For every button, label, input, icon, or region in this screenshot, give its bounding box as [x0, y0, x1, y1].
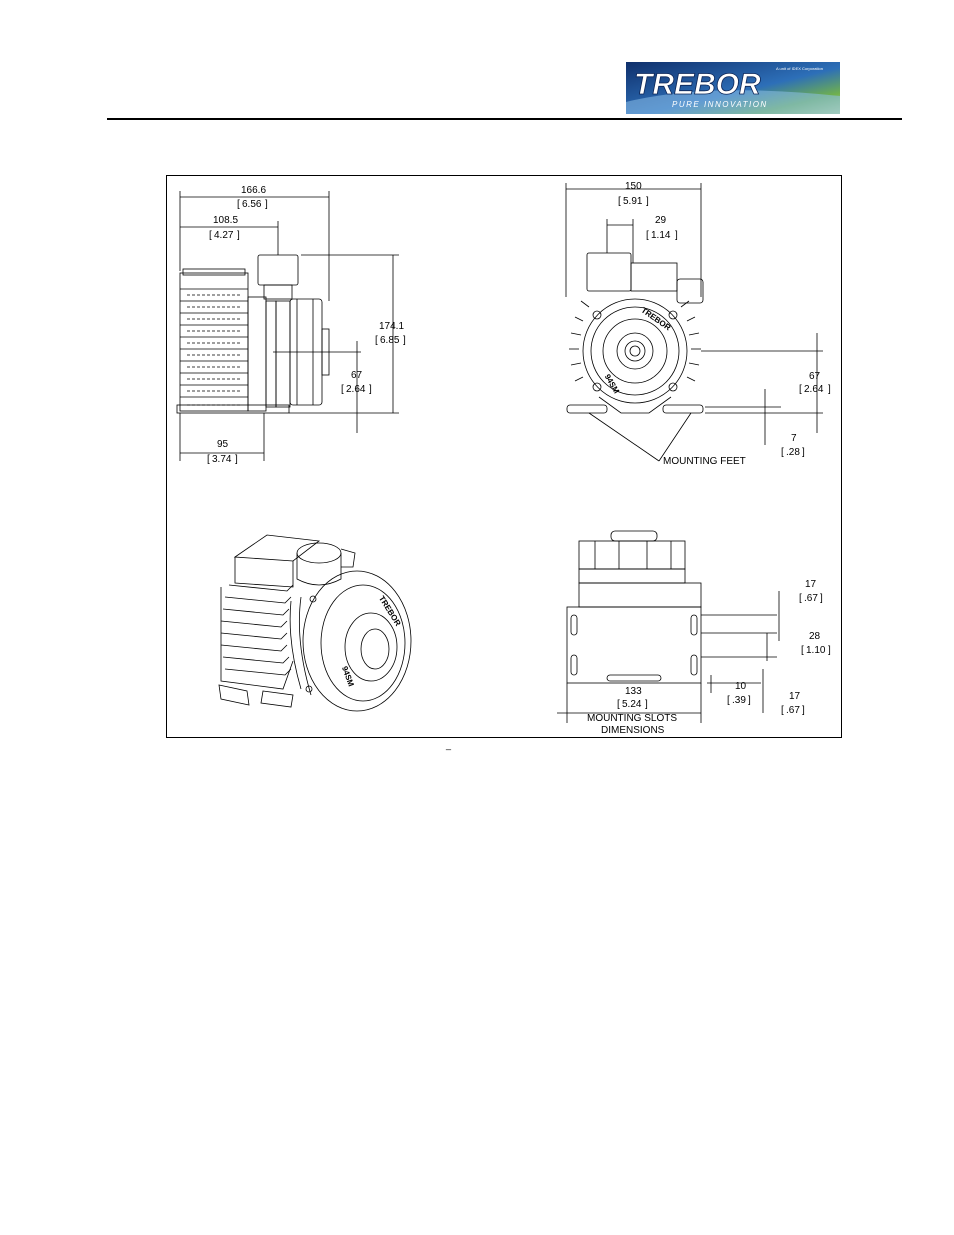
- svg-text:]: ]: [403, 335, 406, 346]
- logo-brand: TREBOR: [634, 68, 761, 101]
- dim-slot-c: 10: [735, 681, 747, 692]
- mounting-feet-callout: MOUNTING FEET: [663, 456, 746, 467]
- iso-view: TREBOR 94SM: [218, 534, 412, 712]
- svg-text:]: ]: [369, 384, 372, 395]
- svg-text:[: [: [801, 645, 804, 656]
- dim-center-height: 67: [351, 370, 363, 381]
- dim-slot-span: 133: [625, 686, 642, 697]
- svg-text:[: [: [341, 384, 344, 395]
- dim-height-in: 6.85: [380, 335, 400, 346]
- svg-text:]: ]: [748, 695, 751, 706]
- svg-text:[: [: [781, 705, 784, 716]
- dim-slot-a-in: .67: [804, 593, 818, 604]
- dim-overall-length-in: 6.56: [242, 199, 262, 210]
- svg-text:]: ]: [675, 230, 678, 241]
- svg-text:]: ]: [265, 199, 268, 210]
- svg-text:]: ]: [828, 645, 831, 656]
- dim-outlet-offset: 29: [655, 215, 667, 226]
- svg-text:[: [: [375, 335, 378, 346]
- svg-text:]: ]: [828, 384, 831, 395]
- trebor-logo: TREBOR PURE INNOVATION A unit of IDEX Co…: [626, 62, 840, 114]
- svg-text:]: ]: [237, 230, 240, 241]
- dim-center-height-in: 2.64: [346, 384, 366, 395]
- dim-inlet-offset-in: 4.27: [214, 230, 234, 241]
- dim-foot-thickness: 7: [791, 433, 797, 444]
- dim-body-length-in: 3.74: [212, 454, 232, 465]
- logo-sub: A unit of IDEX Corporation: [776, 66, 823, 71]
- svg-text:[: [: [618, 196, 621, 207]
- footer-mark: _: [446, 740, 452, 750]
- front-view: TREBOR 94SM 150 [ 5.91 ] 29 [ 1.14 ] 67 …: [565, 181, 831, 467]
- dim-slot-span-in: 5.24: [622, 699, 642, 710]
- dim-slot-d: 17: [789, 691, 801, 702]
- svg-text:[: [: [617, 699, 620, 710]
- dim-slot-d-in: .67: [786, 705, 800, 716]
- svg-text:[: [: [727, 695, 730, 706]
- svg-text:]: ]: [235, 454, 238, 465]
- dim-inlet-offset: 108.5: [213, 215, 238, 226]
- iso-stamp-brand: TREBOR: [377, 594, 403, 628]
- svg-text:]: ]: [802, 447, 805, 458]
- svg-text:[: [: [209, 230, 212, 241]
- dim-slot-a: 17: [805, 579, 817, 590]
- dim-slot-b-in: 1.10: [806, 645, 826, 656]
- dim-width-in: 5.91: [623, 196, 643, 207]
- svg-text:[: [: [207, 454, 210, 465]
- svg-text:]: ]: [802, 705, 805, 716]
- svg-text:]: ]: [646, 196, 649, 207]
- iso-stamp-model: 94SM: [340, 665, 356, 688]
- svg-text:[: [: [799, 384, 802, 395]
- dim-slot-c-in: .39: [732, 695, 746, 706]
- dim-height: 174.1: [379, 321, 404, 332]
- header-rule: [107, 118, 902, 120]
- side-view: 166.6 [ 6.56 ] 108.5 [ 4.27 ] 174.1 [ 6.…: [176, 185, 406, 465]
- svg-text:[: [: [646, 230, 649, 241]
- dimension-drawing: 166.6 [ 6.56 ] 108.5 [ 4.27 ] 174.1 [ 6.…: [166, 175, 842, 738]
- dim-front-center-height-in: 2.64: [804, 384, 824, 395]
- slots-caption-1: MOUNTING SLOTS: [587, 713, 677, 724]
- dim-outlet-offset-in: 1.14: [651, 230, 671, 241]
- svg-text:]: ]: [645, 699, 648, 710]
- dim-foot-thickness-in: .28: [786, 447, 800, 458]
- svg-text:[: [: [781, 447, 784, 458]
- svg-text:[: [: [237, 199, 240, 210]
- logo-tagline: PURE INNOVATION: [672, 100, 768, 109]
- slots-caption-2: DIMENSIONS: [601, 725, 665, 736]
- dim-overall-length: 166.6: [241, 185, 266, 196]
- svg-text:]: ]: [820, 593, 823, 604]
- dim-width: 150: [625, 181, 642, 192]
- dim-front-center-height: 67: [809, 371, 821, 382]
- svg-text:[: [: [799, 593, 802, 604]
- dim-slot-b: 28: [809, 631, 821, 642]
- dim-body-length: 95: [217, 439, 229, 450]
- front-stamp-brand: TREBOR: [640, 306, 673, 333]
- bottom-view: 17 [ .67 ] 28 [ 1.10 ] 10 [ .39 ] 17 [ .…: [557, 530, 831, 736]
